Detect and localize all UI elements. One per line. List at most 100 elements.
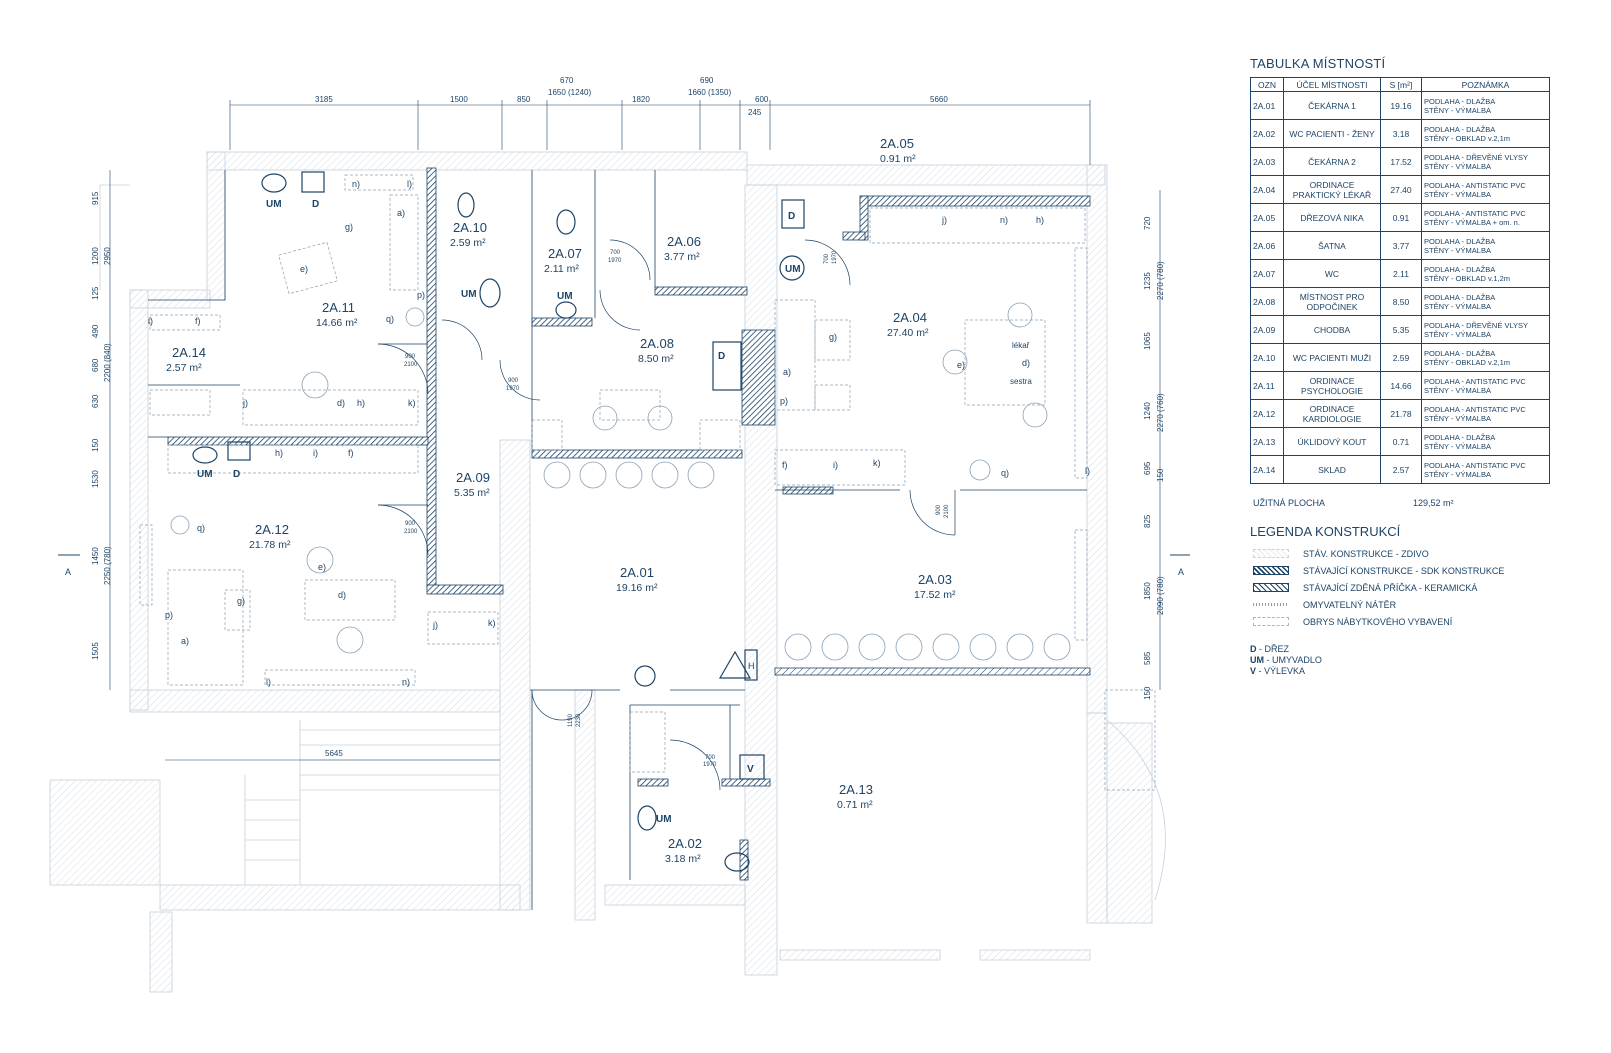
dim-top: 1650 (1240) <box>548 88 591 97</box>
row-code: 2A.04 <box>1250 175 1284 204</box>
room-code: 2A.04 <box>893 310 927 325</box>
door-width: 700 <box>705 755 716 761</box>
abbreviations: D - DŘEZ UM - UMYVADLO V - VÝLEVKA <box>1250 644 1570 677</box>
room-code: 2A.11 <box>322 300 355 315</box>
header-area: S [m²] <box>1380 77 1422 92</box>
row-code: 2A.11 <box>1250 371 1284 400</box>
dim-right: 585 <box>1143 651 1152 665</box>
row-area: 27.40 <box>1380 175 1422 204</box>
row-code: 2A.12 <box>1250 399 1284 428</box>
abbr-key: V <box>1250 666 1257 676</box>
door-width: 1190 <box>568 713 574 727</box>
abbr-row: V - VÝLEVKA <box>1250 666 1570 677</box>
row-name: CHODBA <box>1283 315 1381 344</box>
um-label: UM <box>557 291 573 302</box>
door-height: 2100 <box>404 529 418 535</box>
dim-right: 720 <box>1143 216 1152 230</box>
note-walls: STĚNY - VÝMALBA <box>1424 413 1491 423</box>
furniture-letter: g) <box>345 222 353 232</box>
dim-left: 1200 <box>91 247 100 265</box>
legend-label: STÁVAJÍCÍ KONSTRUKCE - SDK KONSTRUKCE <box>1303 565 1505 576</box>
room-code: 2A.05 <box>880 136 914 151</box>
row-name: ORDINACE PSYCHOLOGIE <box>1283 371 1381 400</box>
room-table-title: TABULKA MÍSTNOSTÍ <box>1250 56 1386 71</box>
furniture <box>139 174 1156 791</box>
row-code: 2A.09 <box>1250 315 1284 344</box>
row-code: 2A.03 <box>1250 147 1284 176</box>
furniture-letter: k) <box>873 458 881 468</box>
room-code: 2A.13 <box>839 782 873 797</box>
section-mark-right: A <box>1178 567 1184 577</box>
door-width: 700 <box>824 253 830 264</box>
furniture-letter: f) <box>348 448 354 458</box>
legend-swatch-masonry <box>1253 549 1289 558</box>
row-code: 2A.01 <box>1250 91 1284 120</box>
room-area: 2.11 m² <box>544 263 579 275</box>
door-height: 1970 <box>506 386 520 392</box>
furniture-letter: f) <box>782 460 788 470</box>
row-name: ŠATNA <box>1283 231 1381 260</box>
furniture-letter: l) <box>1085 466 1090 476</box>
furniture-letter: p) <box>165 610 173 620</box>
dim-left: 125 <box>91 286 100 300</box>
note-walls: STĚNY - VÝMALBA <box>1424 385 1491 395</box>
furniture-letter: h) <box>357 398 365 408</box>
row-code: 2A.13 <box>1250 427 1284 456</box>
furniture-letter: n) <box>402 677 410 687</box>
total-area-label: UŽITNÁ PLOCHA <box>1253 498 1326 508</box>
door-height: 2100 <box>944 504 950 518</box>
row-code: 2A.02 <box>1250 119 1284 148</box>
room-labels: 2A.01 19.16 m² 2A.02 3.18 m² 2A.03 17.52… <box>166 136 956 865</box>
dim-right: 150 <box>1156 468 1165 482</box>
row-area: 19.16 <box>1380 91 1422 120</box>
dim-left: 680 <box>91 358 100 372</box>
note-floor: PODLAHA - ANTISTATIC PVC <box>1424 180 1526 190</box>
doctor-label: lékař <box>1012 341 1030 350</box>
furniture-letter: h) <box>275 448 283 458</box>
dim-left: 490 <box>91 324 100 338</box>
dim-right: 1850 <box>1143 582 1152 600</box>
note-floor: PODLAHA - DLAŽBA <box>1424 348 1496 358</box>
furniture-letter: n) <box>352 179 360 189</box>
furniture-letter: n) <box>1000 215 1008 225</box>
door-width: 900 <box>936 504 942 515</box>
row-area: 0.91 <box>1380 203 1422 232</box>
note-floor: PODLAHA - DLAŽBA <box>1424 292 1496 302</box>
furniture-letter: f) <box>195 316 201 326</box>
dim-top: 5660 <box>930 95 948 104</box>
dim-right: 1235 <box>1143 272 1152 290</box>
dim-left: 150 <box>91 438 100 452</box>
furniture-letter: a) <box>783 367 791 377</box>
dim-left: 915 <box>91 191 100 205</box>
door-width: 700 <box>610 250 621 256</box>
header-purpose: ÚČEL MÍSTNOSTI <box>1283 77 1381 92</box>
row-area: 21.78 <box>1380 399 1422 428</box>
um-label: UM <box>197 469 213 480</box>
room-table-header: OZN ÚČEL MÍSTNOSTI S [m²] POZNÁMKA <box>1250 77 1550 92</box>
dim-top: 245 <box>748 108 762 117</box>
row-name: DŘEZOVÁ NIKA <box>1283 203 1381 232</box>
dim-top: 1660 (1350) <box>688 88 731 97</box>
row-area: 8.50 <box>1380 287 1422 316</box>
room-area: 19.16 m² <box>616 582 658 594</box>
note-floor: PODLAHA - DLAŽBA <box>1424 236 1496 246</box>
um-label: UM <box>785 264 801 275</box>
furniture-letter: q) <box>197 523 205 533</box>
legend-title: LEGENDA KONSTRUKCÍ <box>1250 524 1401 539</box>
row-name: MÍSTNOST PRO ODPOČINEK <box>1283 287 1381 316</box>
dimension-lines <box>109 100 1161 761</box>
room-area: 0.71 m² <box>837 799 873 811</box>
legend-swatch-washable <box>1253 603 1289 606</box>
note-walls: STĚNY - OBKLAD v.1,2m <box>1424 273 1510 283</box>
room-code: 2A.12 <box>255 522 289 537</box>
note-walls: STĚNY - VÝMALBA <box>1424 161 1491 171</box>
